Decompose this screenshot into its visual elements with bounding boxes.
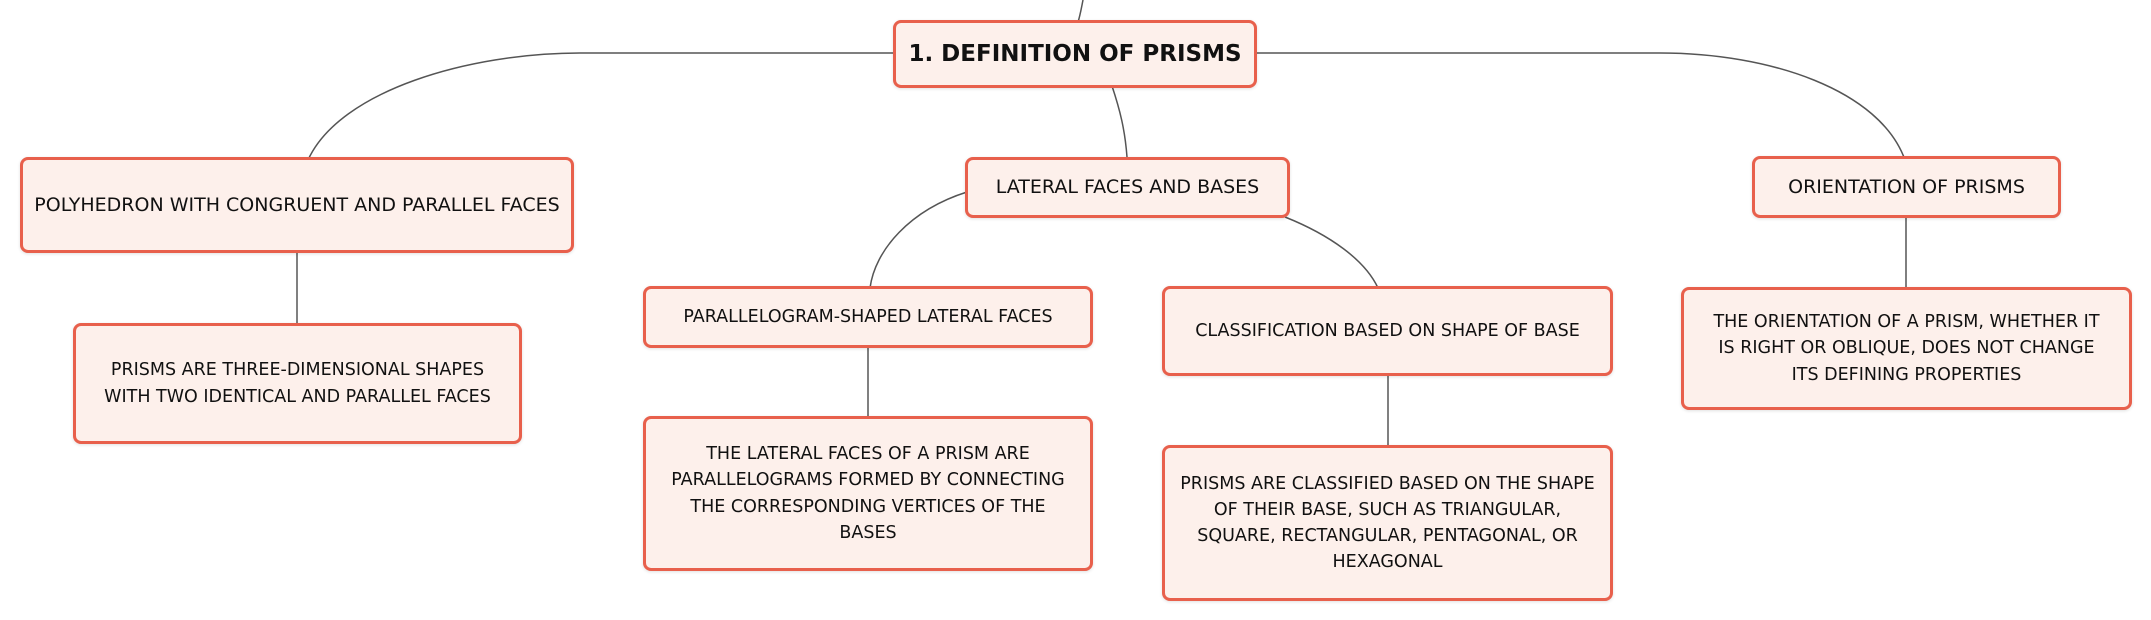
branch-node-label: LATERAL FACES AND BASES	[995, 176, 1260, 199]
branch-node-orientation-of-prisms[interactable]: ORIENTATION OF PRISMS	[1752, 156, 2061, 218]
root-node-label: 1. DEFINITION OF PRISMS	[908, 40, 1242, 67]
branch-node-label: ORIENTATION OF PRISMS	[1788, 175, 2025, 198]
detail-node-text: PRISMS ARE THREE-DIMENSIONAL SHAPES WITH…	[104, 360, 491, 407]
connector-parent-to-root	[1077, 0, 1084, 23]
detail-node-text: THE ORIENTATION OF A PRISM, WHETHER IT I…	[1713, 312, 2100, 385]
detail-node-text: THE LATERAL FACES OF A PRISM ARE PARALLE…	[671, 444, 1065, 543]
branch-node-polyhedron[interactable]: POLYHEDRON WITH CONGRUENT AND PARALLEL F…	[20, 157, 574, 253]
subbranch-node-parallelogram-lateral-faces[interactable]: PARALLELOGRAM-SHAPED LATERAL FACES	[643, 286, 1093, 348]
subbranch-node-classification-by-base[interactable]: CLASSIFICATION BASED ON SHAPE OF BASE	[1162, 286, 1613, 376]
branch-node-lateral-faces-and-bases[interactable]: LATERAL FACES AND BASES	[965, 157, 1290, 218]
subbranch-node-label: CLASSIFICATION BASED ON SHAPE OF BASE	[1195, 320, 1580, 341]
connector-root-to-branch-lateral	[1111, 85, 1128, 158]
detail-node-three-dimensional-shapes[interactable]: PRISMS ARE THREE-DIMENSIONAL SHAPES WITH…	[73, 323, 522, 444]
detail-node-orientation-right-or-oblique[interactable]: THE ORIENTATION OF A PRISM, WHETHER IT I…	[1681, 287, 2132, 410]
connector-lateral-to-classification	[1284, 216, 1379, 289]
detail-node-text: PRISMS ARE CLASSIFIED BASED ON THE SHAPE…	[1180, 473, 1595, 573]
root-node-definition-of-prisms[interactable]: 1. DEFINITION OF PRISMS	[893, 20, 1257, 88]
subbranch-node-label: PARALLELOGRAM-SHAPED LATERAL FACES	[683, 306, 1053, 327]
branch-node-label: POLYHEDRON WITH CONGRUENT AND PARALLEL F…	[34, 193, 560, 216]
connector-root-to-branch-polyhedron	[307, 52, 893, 161]
detail-node-classified-by-base-shape[interactable]: PRISMS ARE CLASSIFIED BASED ON THE SHAPE…	[1162, 445, 1613, 601]
connector-root-to-branch-orientation	[1257, 52, 1906, 161]
detail-node-lateral-faces-parallelograms[interactable]: THE LATERAL FACES OF A PRISM ARE PARALLE…	[643, 416, 1093, 571]
connector-lateral-to-parallelogram	[869, 191, 968, 289]
